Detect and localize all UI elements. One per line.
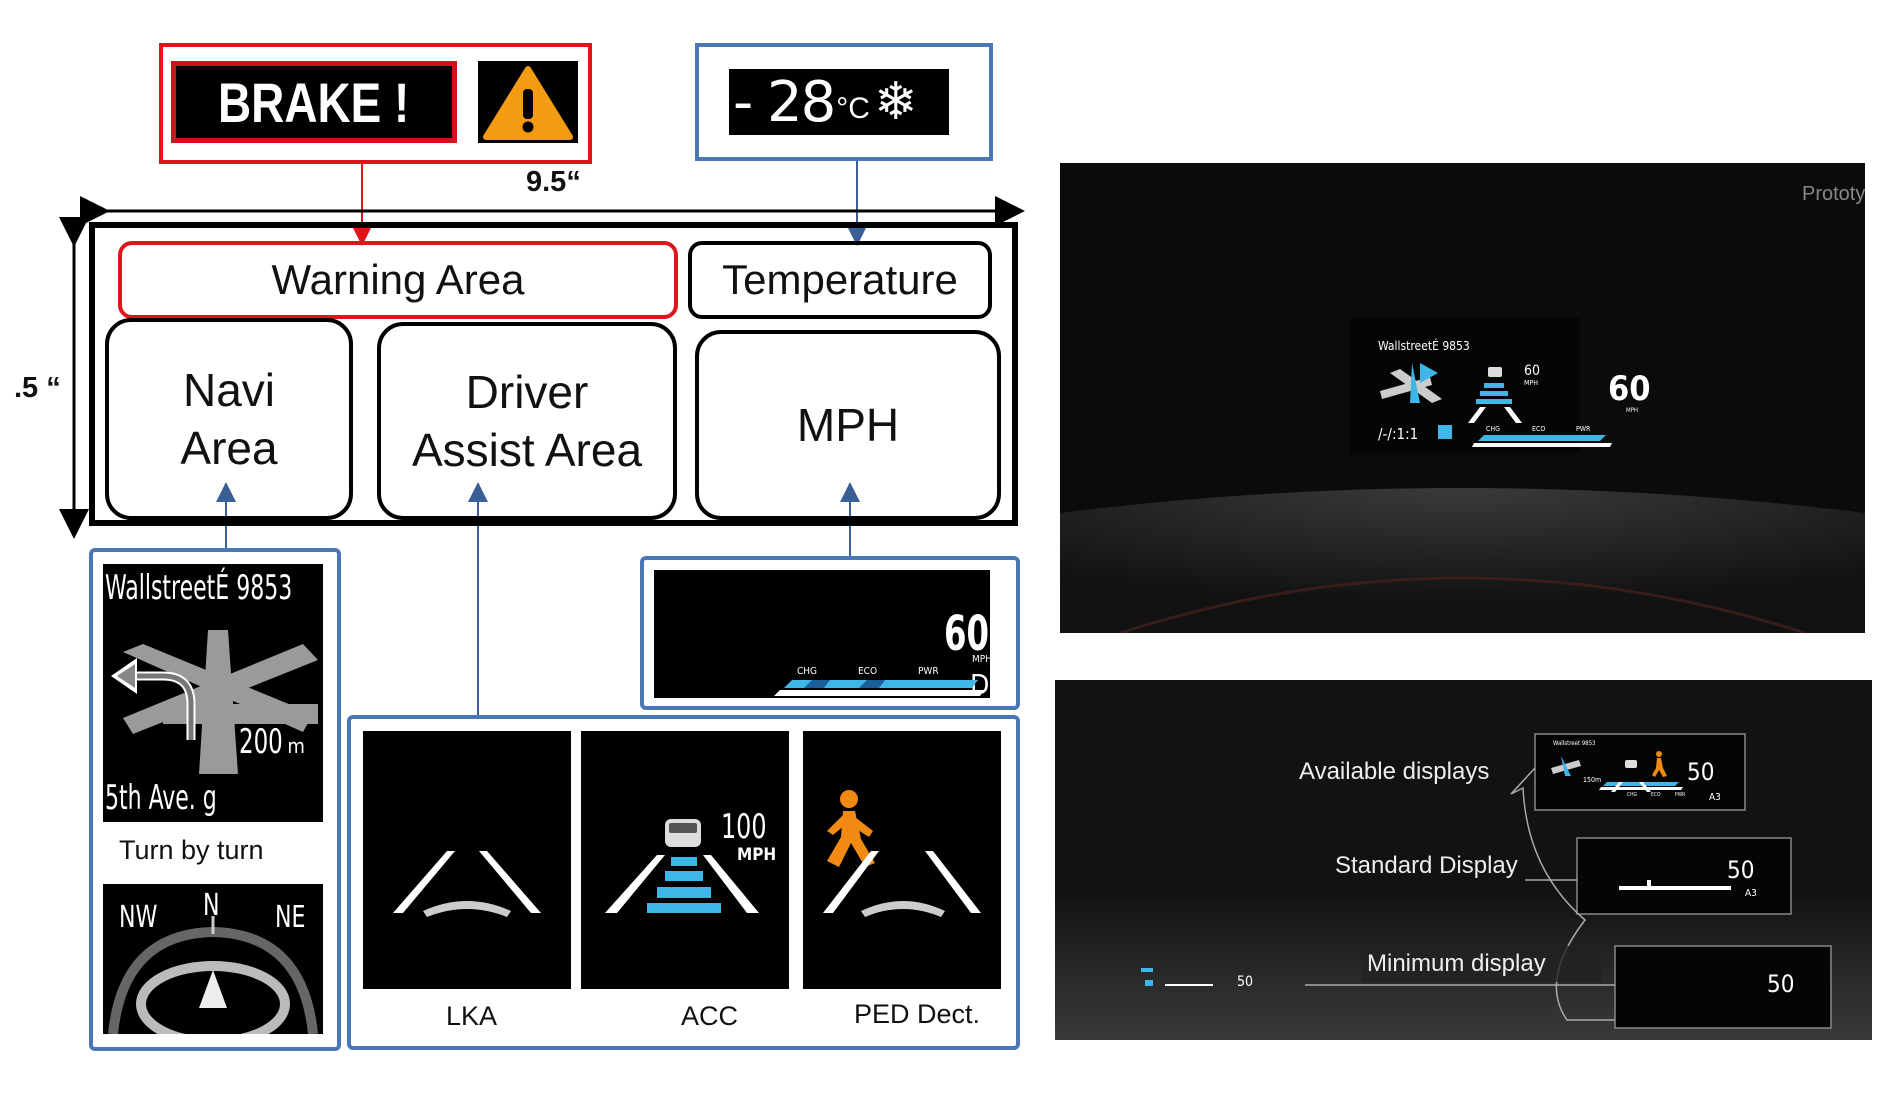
top-bar-pwr: PWR	[1576, 425, 1591, 433]
compass-icon	[108, 916, 318, 1034]
temperature-example-frame: - 28 °C ❄	[695, 43, 993, 161]
warning-area-label: Warning Area	[271, 256, 525, 303]
compass-display: NW N NE	[103, 884, 323, 1034]
bar-label-pwr: PWR	[918, 666, 939, 677]
lane-keep-icon	[393, 851, 541, 917]
ped-caption: PED Dect.	[854, 999, 981, 1029]
lka-display	[363, 731, 571, 989]
pedestrian-detection-icon	[823, 790, 981, 917]
small-hud-speed: 50	[1237, 974, 1254, 990]
top-hud-graphics	[1380, 363, 1612, 447]
compass-ne: NE	[275, 900, 306, 935]
available-speed: 50	[1687, 758, 1715, 786]
compass-nw: NW	[119, 900, 158, 935]
hud-photo-top: Prototy WallstreetÉ 9853 /-/:1:1 60 MPH …	[1060, 163, 1865, 633]
bar-label-eco: ECO	[858, 666, 878, 677]
turn-by-turn-caption: Turn by turn	[119, 835, 264, 865]
navi-area: Navi Area	[105, 318, 353, 520]
standard-speed: 50	[1727, 856, 1755, 884]
acc-speed: 100	[721, 807, 767, 847]
navi-area-label-line1: Navi	[182, 364, 276, 416]
brake-warning-text: BRAKE !	[218, 70, 410, 134]
speed-unit: MPH	[972, 654, 990, 665]
navi-distance-unit: m	[287, 734, 305, 758]
driver-assist-area: Driver Assist Area	[377, 322, 677, 520]
hud-layout-frame	[89, 222, 1018, 526]
top-bar-chg: CHG	[1486, 425, 1501, 433]
navi-street-name: WallstreetÉ 9853	[105, 568, 293, 608]
top-set-unit: MPH	[1524, 379, 1538, 387]
speed-example-frame: 60 MPH D CHG ECO PWR	[640, 556, 1020, 710]
warning-triangle-icon	[483, 66, 573, 140]
bar-label-chg: CHG	[797, 666, 818, 677]
acc-caption: ACC	[681, 1001, 739, 1031]
top-bar-eco: ECO	[1532, 425, 1546, 433]
power-bar	[774, 680, 984, 696]
acc-display: 100 MPH	[581, 731, 789, 989]
top-street-name: WallstreetÉ 9853	[1378, 339, 1470, 353]
prototype-watermark: Prototy	[1802, 183, 1865, 205]
warning-icon-box	[478, 61, 578, 143]
compass-n: N	[203, 888, 220, 923]
available-bar-chg: CHG	[1627, 792, 1638, 798]
minimum-speed: 50	[1767, 970, 1795, 998]
top-speed-unit: MPH	[1626, 407, 1638, 414]
hud-photo-bottom: Available displays Standard Display Mini…	[1055, 680, 1872, 1040]
driver-assist-label-line2: Assist Area	[411, 424, 643, 476]
acc-unit: MPH	[737, 845, 777, 865]
available-bar-eco: ECO	[1651, 792, 1661, 798]
standard-gear: A3	[1745, 888, 1757, 899]
brake-warning-box: BRAKE !	[171, 61, 457, 143]
standard-display-label: Standard Display	[1335, 852, 1518, 879]
minimum-display-label: Minimum display	[1367, 950, 1546, 977]
top-distance: /-/:1:1	[1378, 425, 1419, 443]
intersection-arrow-icon	[111, 630, 318, 774]
temperature-value: - 28	[733, 69, 836, 135]
lka-caption: LKA	[446, 1001, 498, 1031]
warning-example-frame: BRAKE !	[159, 43, 592, 164]
driver-assist-label-line1: Driver	[465, 366, 589, 418]
navi-area-label-line2: Area	[180, 422, 278, 474]
available-bar-pwr: PWR	[1675, 792, 1686, 798]
top-speed: 60	[1608, 369, 1651, 409]
top-set-speed: 60	[1524, 363, 1541, 379]
temperature-display: - 28 °C ❄	[729, 69, 949, 135]
available-gear: A3	[1709, 792, 1721, 803]
dashboard-silhouette	[1060, 318, 1865, 633]
adaptive-cruise-icon	[605, 819, 759, 913]
ped-display	[803, 731, 1001, 989]
speed-display: 60 MPH D CHG ECO PWR	[654, 570, 990, 698]
assist-example-frame: LKA 100 MPH ACC PED Dect.	[347, 715, 1020, 1050]
navi-distance: 200	[239, 722, 283, 762]
snowflake-icon: ❄	[873, 73, 918, 131]
available-distance: 150m	[1583, 776, 1602, 784]
speed-value: 60	[944, 606, 990, 662]
temperature-unit: °C	[836, 92, 870, 125]
temperature-area-label: Temperature	[722, 256, 958, 303]
width-dimension-label: 9.5“	[526, 166, 581, 198]
navi-next-street: 5th Ave. g	[105, 778, 217, 818]
temperature-area: Temperature	[688, 241, 992, 319]
available-displays-label: Available displays	[1299, 758, 1490, 785]
bottom-photo-backdrop	[1055, 733, 1872, 1040]
mph-area-label: MPH	[796, 399, 900, 451]
available-street: Wallstreet 9853	[1553, 740, 1596, 747]
height-dimension-label: .5 “	[14, 372, 61, 404]
mph-area: MPH	[695, 330, 1001, 520]
warning-area: Warning Area	[118, 241, 678, 319]
